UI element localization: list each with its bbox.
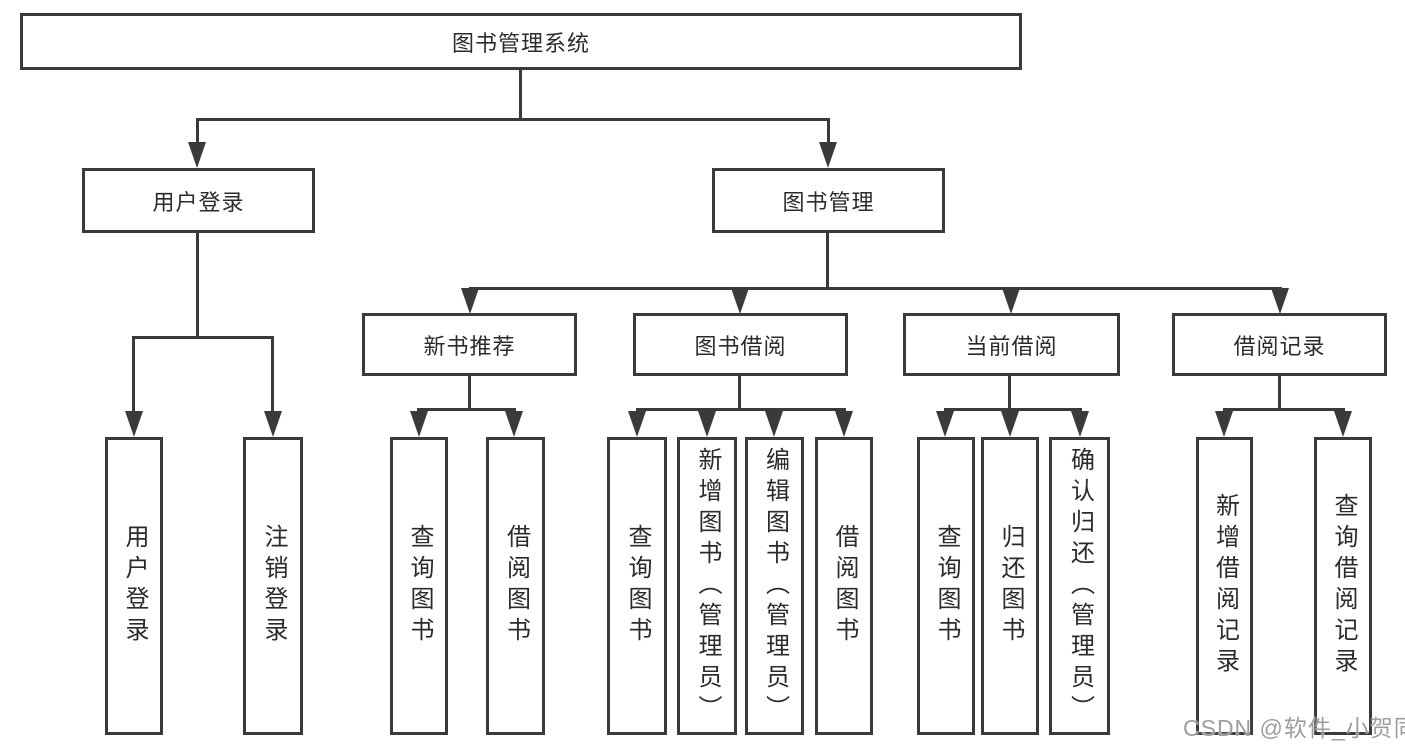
arrowhead-down bbox=[1215, 411, 1233, 437]
node-book-management: 图书管理 bbox=[712, 168, 945, 233]
node-label: 新增借阅记录 bbox=[1211, 493, 1239, 679]
node-label: 图书借阅 bbox=[694, 333, 787, 359]
node-leaf-query-borrow-record: 查询借阅记录 bbox=[1314, 437, 1372, 735]
arrowhead-down bbox=[1271, 288, 1289, 314]
node-label: 用户登录 bbox=[121, 524, 148, 648]
arrowhead-down bbox=[188, 142, 206, 168]
arrowhead-down bbox=[125, 411, 143, 437]
connector-hline bbox=[417, 408, 516, 411]
connector-hline bbox=[944, 408, 1082, 411]
connector-hline bbox=[132, 336, 274, 339]
node-leaf-borrow-books-2: 借阅图书 bbox=[815, 437, 873, 735]
connector-stem bbox=[1008, 376, 1011, 410]
arrowhead-down bbox=[628, 411, 646, 437]
connector-stem bbox=[132, 336, 135, 416]
node-label: 编辑图书（管理员） bbox=[761, 446, 789, 726]
node-label: 查询图书 bbox=[624, 524, 651, 648]
node-label: 图书管理 bbox=[782, 189, 875, 215]
node-book-borrowing: 图书借阅 bbox=[633, 313, 848, 376]
node-leaf-edit-books-admin: 编辑图书（管理员） bbox=[745, 437, 804, 735]
node-label: 查询借阅记录 bbox=[1330, 493, 1357, 679]
connector-stem bbox=[827, 118, 830, 148]
connector-hline bbox=[1223, 408, 1345, 411]
node-label: 借阅图书 bbox=[502, 524, 530, 648]
node-user-login: 用户登录 bbox=[82, 168, 315, 233]
node-label: 确认归还（管理员） bbox=[1066, 446, 1094, 726]
node-label: 当前借阅 bbox=[965, 333, 1058, 359]
connector-stem bbox=[196, 118, 199, 148]
connector-stem bbox=[271, 336, 274, 416]
arrowhead-down bbox=[835, 411, 853, 437]
node-leaf-confirm-return-admin: 确认归还（管理员） bbox=[1049, 437, 1110, 735]
arrowhead-down bbox=[264, 411, 282, 437]
node-label: 归还图书 bbox=[997, 524, 1024, 648]
node-leaf-user-login: 用户登录 bbox=[105, 437, 163, 735]
node-label: 借阅记录 bbox=[1233, 333, 1326, 359]
node-label: 借阅图书 bbox=[831, 524, 858, 648]
csdn-watermark: CSDN @软件_小贺同学 bbox=[1183, 715, 1405, 741]
arrowhead-down bbox=[731, 288, 749, 314]
arrowhead-down bbox=[936, 411, 954, 437]
node-current-borrowing: 当前借阅 bbox=[903, 313, 1120, 376]
arrowhead-down bbox=[819, 142, 837, 168]
node-new-book-recommend: 新书推荐 bbox=[362, 313, 577, 376]
node-leaf-add-borrow-record: 新增借阅记录 bbox=[1196, 437, 1253, 735]
node-label: 新书推荐 bbox=[423, 333, 516, 359]
connector-hline bbox=[636, 408, 846, 411]
connector-hline bbox=[196, 118, 830, 121]
arrowhead-down bbox=[698, 411, 716, 437]
arrowhead-down bbox=[1334, 411, 1352, 437]
connector-stem bbox=[1278, 376, 1281, 410]
node-label: 注销登录 bbox=[260, 524, 287, 648]
node-leaf-logout: 注销登录 bbox=[243, 437, 303, 735]
node-label: 查询图书 bbox=[406, 524, 433, 648]
node-label: 用户登录 bbox=[152, 189, 245, 215]
node-label: 查询图书 bbox=[933, 524, 960, 648]
connector-stem bbox=[826, 233, 829, 289]
node-leaf-query-books-3: 查询图书 bbox=[917, 437, 975, 735]
connector-hline bbox=[469, 287, 1282, 290]
arrowhead-down bbox=[1001, 411, 1019, 437]
node-leaf-borrow-books-1: 借阅图书 bbox=[486, 437, 545, 735]
connector-stem bbox=[519, 70, 522, 118]
arrowhead-down bbox=[1002, 288, 1020, 314]
arrowhead-down bbox=[461, 288, 479, 314]
node-leaf-query-books-2: 查询图书 bbox=[607, 437, 667, 735]
node-borrow-records: 借阅记录 bbox=[1172, 313, 1387, 376]
connector-stem bbox=[738, 376, 741, 410]
node-label: 图书管理系统 bbox=[451, 30, 590, 56]
connector-stem bbox=[196, 233, 199, 339]
connector-stem bbox=[468, 376, 471, 410]
node-leaf-return-books: 归还图书 bbox=[981, 437, 1039, 735]
node-library-management-system: 图书管理系统 bbox=[20, 13, 1022, 70]
node-leaf-query-books-1: 查询图书 bbox=[390, 437, 448, 735]
arrowhead-down bbox=[765, 411, 783, 437]
arrowhead-down bbox=[410, 411, 428, 437]
node-label: 新增图书（管理员） bbox=[694, 446, 721, 726]
arrowhead-down bbox=[505, 411, 523, 437]
node-leaf-add-books-admin: 新增图书（管理员） bbox=[677, 437, 737, 735]
arrowhead-down bbox=[1071, 411, 1089, 437]
